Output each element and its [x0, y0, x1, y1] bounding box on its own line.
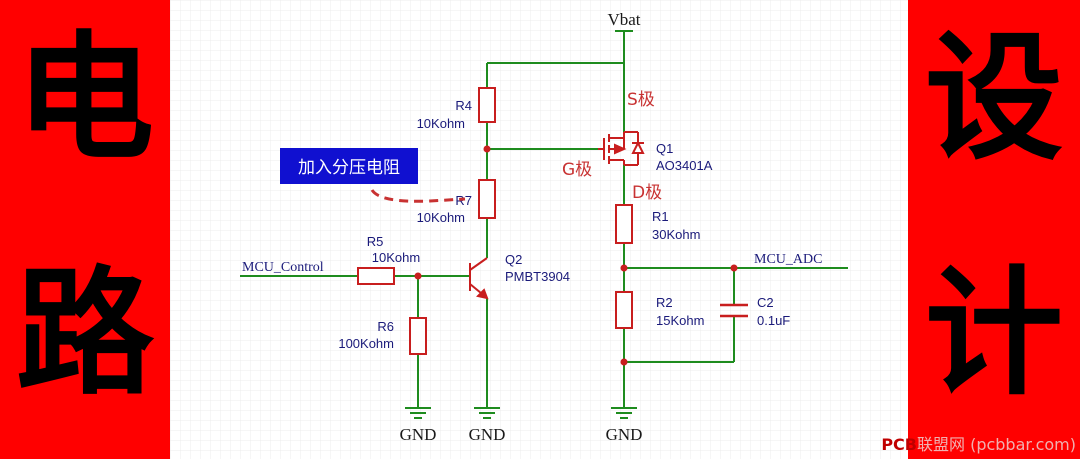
resistor-r4: [478, 87, 496, 123]
title-char-2: 路: [15, 253, 154, 414]
resistor-r7: [478, 179, 496, 219]
watermark-brand: PCB: [881, 435, 917, 454]
resistor-r1: [615, 204, 633, 244]
junction-dot: [620, 264, 628, 272]
mosfet-q1: [598, 131, 645, 166]
s-pin-annotation: S极: [627, 90, 655, 110]
resistor-r5: [357, 267, 395, 285]
c2-value: 0.1uF: [757, 313, 790, 328]
junction-dot: [730, 264, 738, 272]
left-title-panel: 电 路: [0, 0, 170, 459]
r1-ref: R1: [652, 209, 669, 224]
right-title-panel: 设 计: [908, 0, 1080, 459]
r1-value: 30Kohm: [652, 227, 700, 242]
q1-ref: Q1: [656, 141, 673, 156]
g-pin-annotation: G极: [562, 160, 592, 180]
watermark-rest: 联盟网 (pcbbar.com): [916, 435, 1076, 454]
title-char-1: 电: [15, 18, 154, 179]
d-pin-annotation: D极: [632, 183, 662, 203]
vbat-symbol: [615, 30, 633, 42]
r6-value: 100Kohm: [338, 336, 394, 351]
r2-ref: R2: [656, 295, 673, 310]
resistor-r2: [615, 291, 633, 329]
r6-ref: R6: [377, 319, 394, 334]
r4-value: 10Kohm: [417, 116, 465, 131]
title-char-3: 设: [924, 18, 1063, 179]
junctions: [414, 145, 738, 366]
callout-box: [280, 148, 418, 184]
r5-ref: R5: [367, 234, 384, 249]
watermark: PCB联盟网 (pcbbar.com): [881, 431, 1076, 455]
q2-ref: Q2: [505, 252, 522, 267]
r5-value: 10Kohm: [372, 250, 420, 265]
capacitor-c2: [720, 303, 748, 318]
title-char-4: 计: [924, 253, 1063, 414]
resistors: [357, 87, 633, 355]
gnd-label-3: GND: [606, 425, 643, 444]
r4-ref: R4: [455, 98, 472, 113]
transistor-q2: [469, 257, 489, 300]
q2-part: PMBT3904: [505, 269, 570, 284]
net-label-mcu-control: MCU_Control: [242, 260, 324, 275]
junction-dot: [414, 272, 422, 280]
gnd-label-1: GND: [400, 425, 437, 444]
junction-dot: [620, 358, 628, 366]
resistor-r6: [409, 317, 427, 355]
ground-symbols: [405, 407, 637, 419]
q1-part: AO3401A: [656, 158, 713, 173]
circuit-schematic: Vbat GND GND GND MCU_Control MCU_ADC R4 …: [170, 0, 908, 459]
gnd-label-2: GND: [469, 425, 506, 444]
vbat-label: Vbat: [607, 10, 640, 29]
callout-leader: [370, 189, 466, 203]
callout-text: 加入分压电阻: [298, 158, 400, 178]
c2-ref: C2: [757, 295, 774, 310]
junction-dot: [483, 145, 491, 153]
net-label-mcu-adc: MCU_ADC: [754, 252, 822, 267]
r2-value: 15Kohm: [656, 313, 704, 328]
r7-value: 10Kohm: [417, 210, 465, 225]
